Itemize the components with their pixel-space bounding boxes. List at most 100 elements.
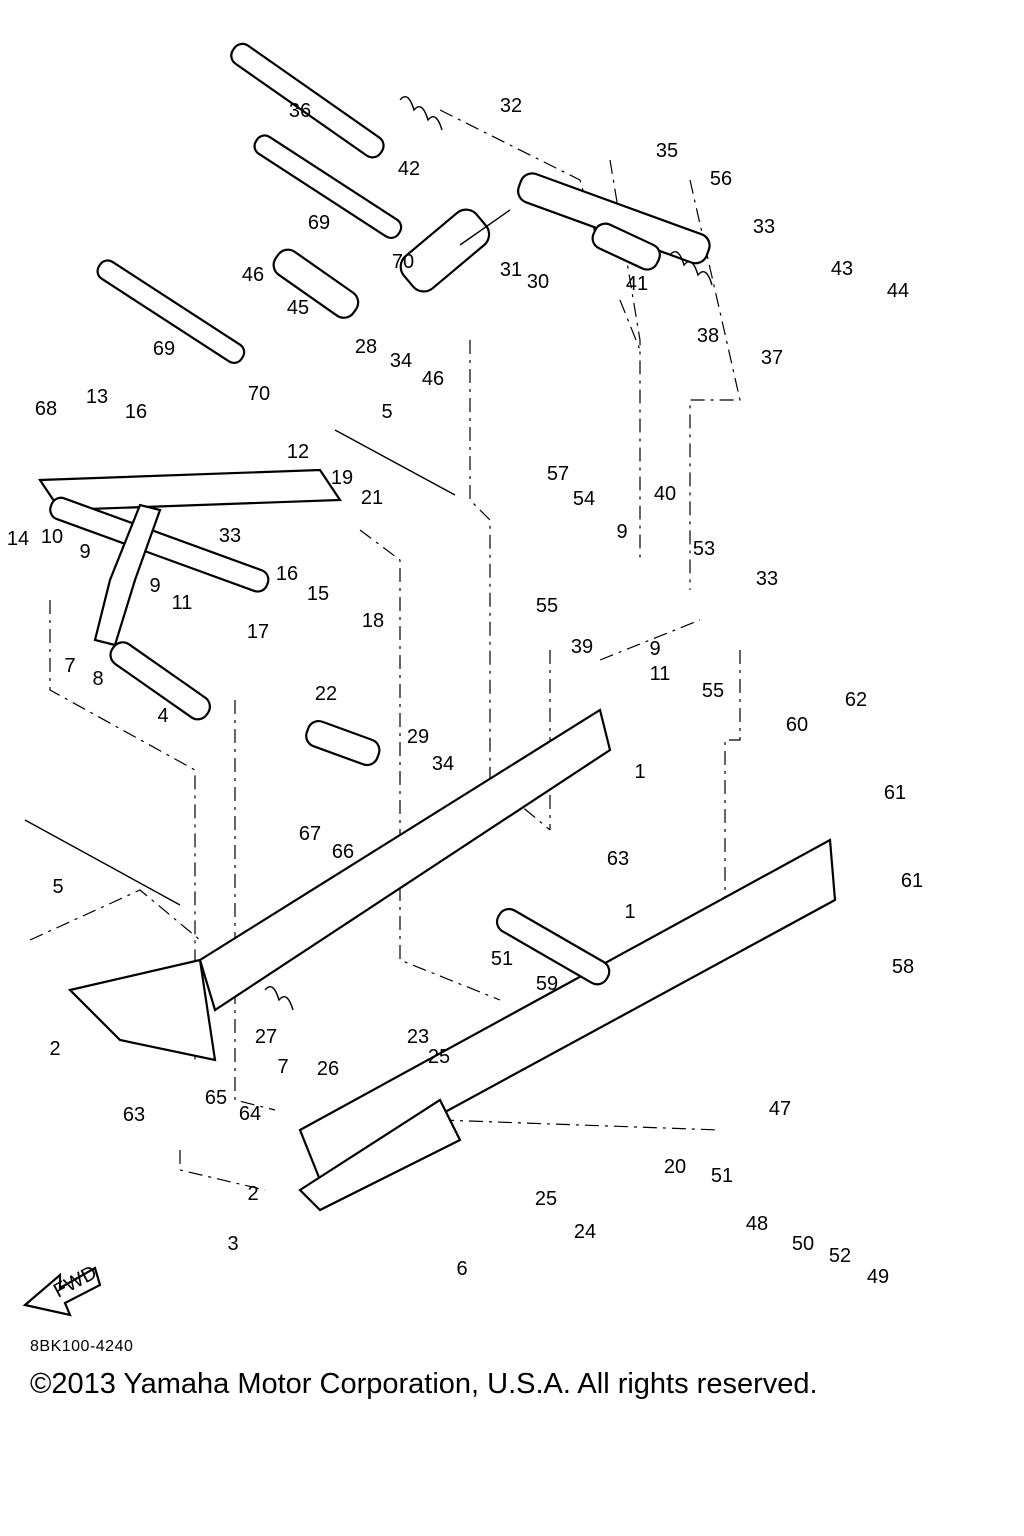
- callout-16: 16: [125, 401, 147, 423]
- fwd-arrow: FWD: [22, 1262, 102, 1317]
- callout-35: 35: [656, 140, 678, 162]
- callout-38: 38: [697, 325, 719, 347]
- front-arm-12: [37, 468, 343, 647]
- copyright-notice: ©2013 Yamaha Motor Corporation, U.S.A. A…: [30, 1368, 818, 1400]
- callout-52: 52: [829, 1245, 851, 1267]
- callout-27: 27: [255, 1026, 277, 1048]
- callout-30: 30: [527, 271, 549, 293]
- callout-15: 15: [307, 583, 329, 605]
- bolt-5-upper: [334, 429, 456, 496]
- callout-5: 5: [52, 876, 63, 898]
- callout-4: 4: [157, 705, 168, 727]
- shaft-59: [495, 907, 611, 986]
- callout-28: 28: [355, 336, 377, 358]
- callout-2: 2: [49, 1038, 60, 1060]
- callout-29: 29: [407, 726, 429, 748]
- callout-34: 34: [390, 350, 412, 372]
- callout-25: 25: [428, 1046, 450, 1068]
- callout-55: 55: [536, 595, 558, 617]
- callout-60: 60: [786, 714, 808, 736]
- callout-1: 1: [634, 761, 645, 783]
- callout-57: 57: [547, 463, 569, 485]
- callout-22: 22: [315, 683, 337, 705]
- callout-46: 46: [242, 264, 264, 286]
- spring-42: [399, 96, 443, 131]
- callout-70: 70: [392, 251, 414, 273]
- callout-9: 9: [79, 541, 90, 563]
- callout-26: 26: [317, 1058, 339, 1080]
- spring-41: [669, 251, 713, 286]
- callout-1: 1: [624, 901, 635, 923]
- callout-49: 49: [867, 1266, 889, 1288]
- callout-6: 6: [456, 1258, 467, 1280]
- shaft-4: [109, 641, 211, 721]
- collar-45: [272, 248, 360, 319]
- callout-9: 9: [149, 575, 160, 597]
- callout-24: 24: [574, 1221, 596, 1243]
- callout-8: 8: [92, 668, 103, 690]
- callout-7: 7: [64, 655, 75, 677]
- shaft-69-lower: [96, 259, 246, 365]
- callout-12: 12: [287, 441, 309, 463]
- callout-9: 9: [616, 521, 627, 543]
- callout-68: 68: [35, 398, 57, 420]
- callout-51: 51: [491, 948, 513, 970]
- callout-67: 67: [299, 823, 321, 845]
- callout-33: 33: [756, 568, 778, 590]
- callout-53: 53: [693, 538, 715, 560]
- callout-33: 33: [219, 525, 241, 547]
- callout-5: 5: [381, 401, 392, 423]
- shaft-36: [230, 42, 385, 159]
- shaft-69-upper: [253, 134, 403, 240]
- callout-20: 20: [664, 1156, 686, 1178]
- callout-47: 47: [769, 1098, 791, 1120]
- callout-54: 54: [573, 488, 595, 510]
- callout-56: 56: [710, 168, 732, 190]
- collar-22: [305, 719, 381, 767]
- callout-17: 17: [247, 621, 269, 643]
- callout-46: 46: [422, 368, 444, 390]
- callout-55: 55: [702, 680, 724, 702]
- rear-arm-35: [517, 172, 711, 271]
- callout-58: 58: [892, 956, 914, 978]
- callout-44: 44: [887, 280, 909, 302]
- callout-9: 9: [649, 638, 660, 660]
- callout-13: 13: [86, 386, 108, 408]
- slide-rail-right: [298, 838, 837, 1212]
- callout-39: 39: [571, 636, 593, 658]
- callout-69: 69: [153, 338, 175, 360]
- callout-16: 16: [276, 563, 298, 585]
- callout-18: 18: [362, 610, 384, 632]
- callout-36: 36: [289, 100, 311, 122]
- callout-61: 61: [901, 870, 923, 892]
- callout-7: 7: [277, 1056, 288, 1078]
- callout-32: 32: [500, 95, 522, 117]
- bolt-5-lower: [24, 819, 181, 906]
- callout-65: 65: [205, 1087, 227, 1109]
- callout-63: 63: [607, 848, 629, 870]
- callout-37: 37: [761, 347, 783, 369]
- diagram-ref-code: 8BK100-4240: [30, 1338, 134, 1355]
- callout-50: 50: [792, 1233, 814, 1255]
- callout-11: 11: [650, 663, 671, 685]
- exploded-parts-diagram: FWD 112234556778999910111112131415161617…: [7, 42, 923, 1317]
- callout-41: 41: [626, 273, 648, 295]
- callout-10: 10: [41, 526, 63, 548]
- shock-absorber-28: [399, 208, 511, 293]
- slide-rail-left: [67, 708, 612, 1062]
- callout-42: 42: [398, 158, 420, 180]
- callout-64: 64: [239, 1103, 261, 1125]
- callout-48: 48: [746, 1213, 768, 1235]
- callout-3: 3: [227, 1233, 238, 1255]
- callout-40: 40: [654, 483, 676, 505]
- callout-34: 34: [432, 753, 454, 775]
- spring-27: [264, 986, 294, 1011]
- callout-59: 59: [536, 973, 558, 995]
- callout-43: 43: [831, 258, 853, 280]
- callout-14: 14: [7, 528, 29, 550]
- callout-21: 21: [361, 487, 383, 509]
- callout-45: 45: [287, 297, 309, 319]
- callout-11: 11: [172, 592, 193, 614]
- callout-63: 63: [123, 1104, 145, 1126]
